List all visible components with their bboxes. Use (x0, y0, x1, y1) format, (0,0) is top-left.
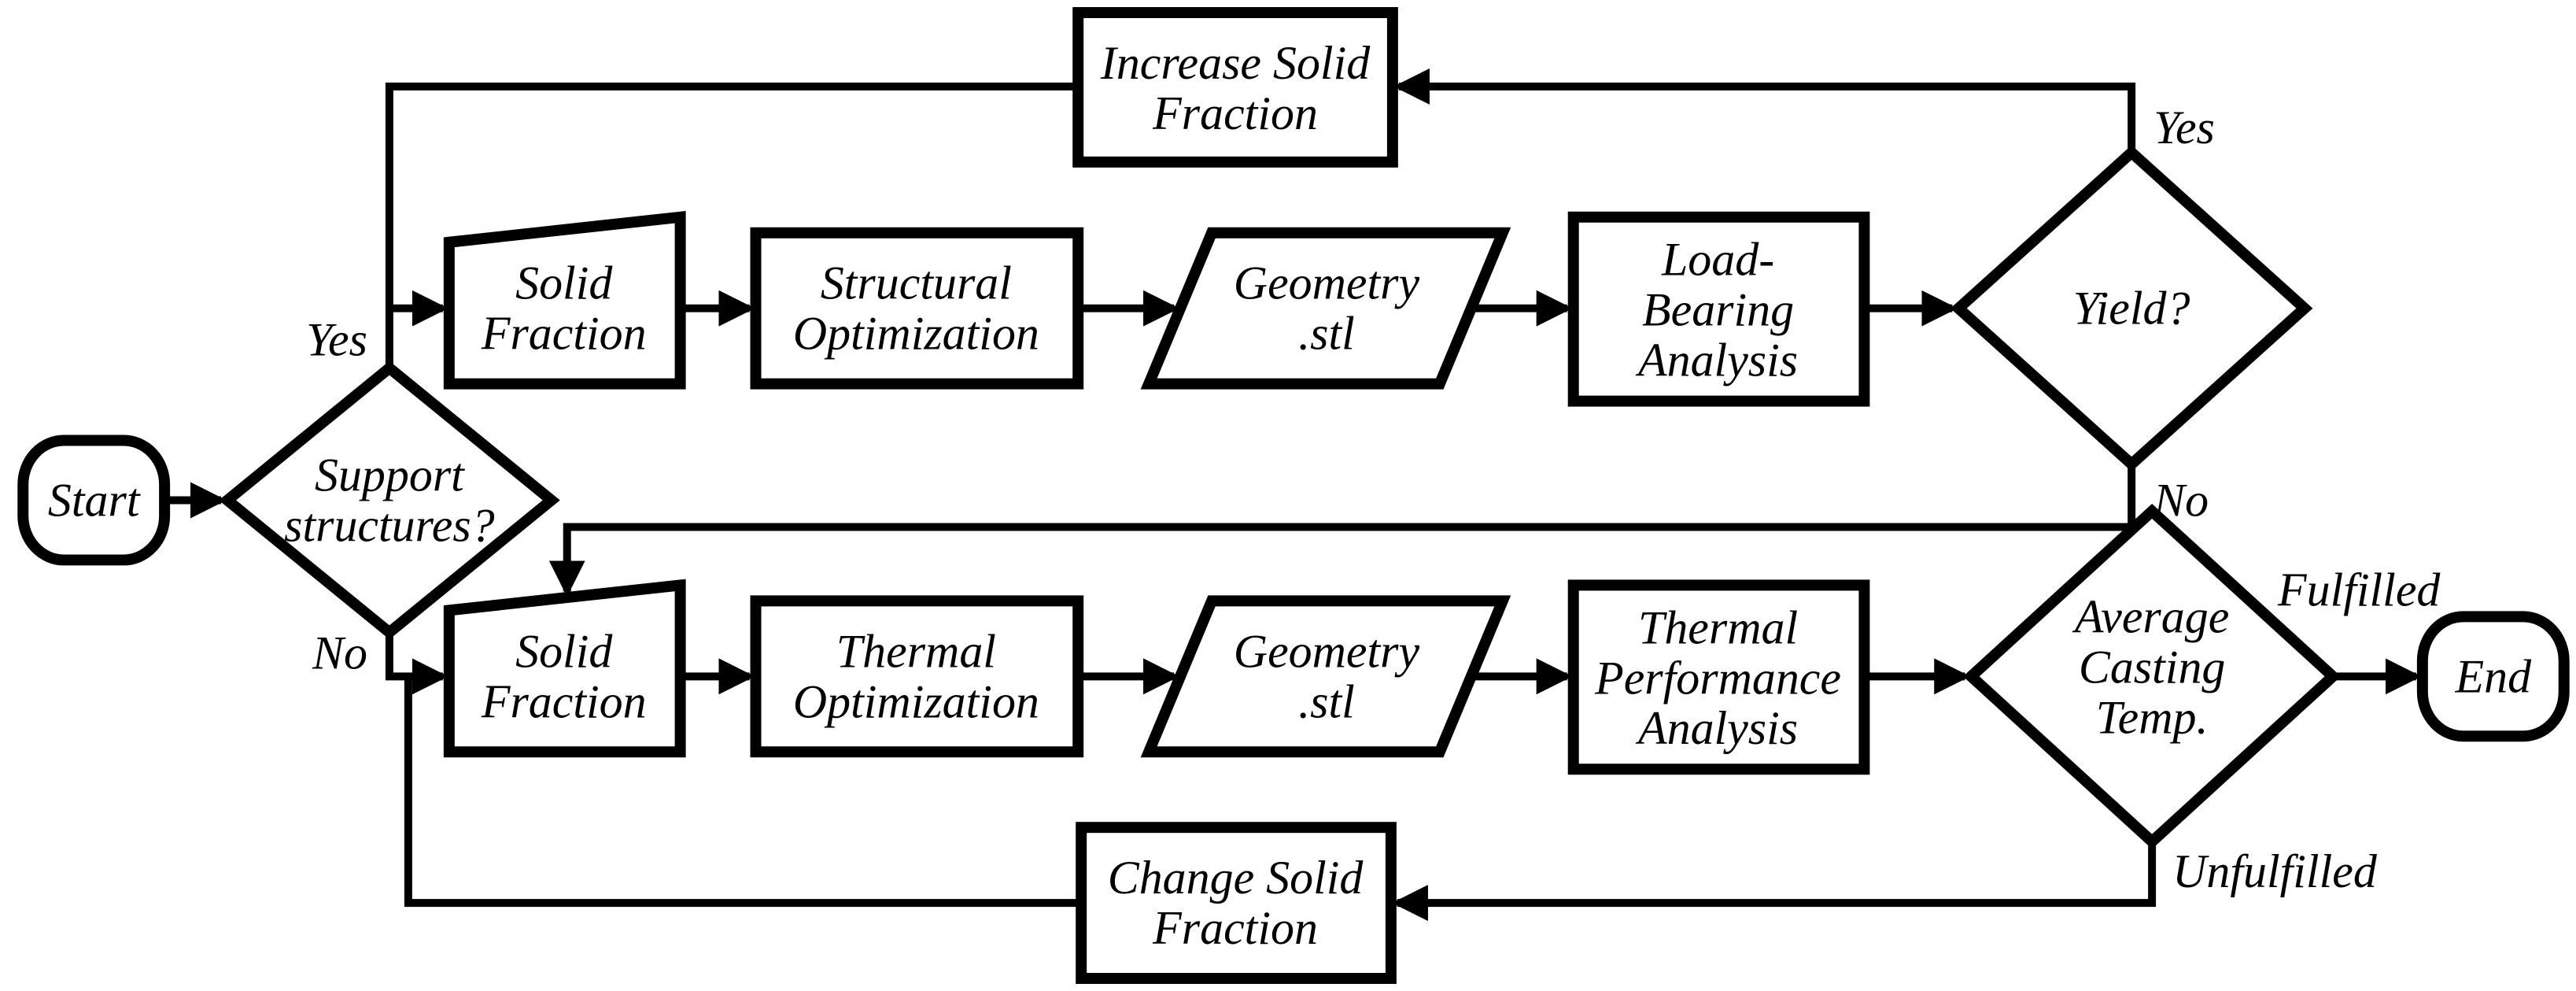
node-end: End (2416, 611, 2570, 742)
node-increase-solid-fraction-shape (1072, 6, 1398, 168)
node-thermal-optimization-shape (750, 595, 1084, 758)
node-average-casting-temp-label: Average (2072, 590, 2229, 642)
node-structural-optimization-label: Structural (821, 257, 1012, 309)
node-load-bearing-analysis: Load- Bearing Analysis (1567, 211, 1870, 407)
label-yield-yes: Yes (2153, 102, 2215, 153)
node-load-bearing-analysis-label: Analysis (1635, 335, 1798, 386)
node-geometry-stl-top-shape (1140, 227, 1511, 390)
edge-increase-return-line (385, 82, 1079, 368)
node-thermal-performance-analysis-shape (1567, 579, 1870, 775)
node-average-casting-temp-label: Temp. (2096, 691, 2209, 743)
node-increase-solid-fraction: Increase Solid Fraction (1072, 6, 1398, 168)
node-geometry-stl-bottom-shape (1140, 595, 1511, 758)
node-end-shape (2416, 611, 2570, 742)
node-support-structures-shape (219, 361, 560, 640)
node-yield-shape (1950, 145, 2313, 471)
node-thermal-performance-analysis-label: Thermal (1638, 601, 1798, 653)
edge-yield-yes-to-increase (1393, 68, 2136, 153)
node-change-solid-fraction-label: Change Solid (1108, 852, 1364, 904)
node-change-solid-fraction-shape (1076, 822, 1397, 985)
node-start: Start (17, 434, 171, 566)
node-structural-optimization-shape (750, 227, 1084, 390)
node-start-label: Start (48, 474, 141, 526)
label-support-no: No (312, 627, 367, 679)
node-thermal-performance-analysis-label: Performance (1594, 652, 1841, 704)
node-start-shape (17, 434, 171, 566)
node-solid-fraction-top-label: Solid (515, 257, 613, 309)
node-structural-optimization: Structural Optimization (750, 227, 1084, 390)
node-support-structures-label: structures? (284, 499, 495, 551)
node-thermal-optimization-label: Thermal (836, 625, 996, 677)
node-yield: Yield? (1950, 145, 2313, 471)
edge-change-return-line (404, 676, 1082, 908)
node-solid-fraction-top-label: Fraction (481, 308, 647, 360)
node-load-bearing-analysis-label: Load- (1661, 234, 1774, 286)
node-support-structures: Support structures? (219, 361, 560, 640)
node-yield-label: Yield? (2073, 283, 2190, 335)
node-geometry-stl-bottom-label: .stl (1298, 675, 1355, 727)
node-support-structures-label: Support (315, 449, 465, 501)
node-load-bearing-analysis-shape (1567, 211, 1870, 407)
node-load-bearing-analysis-label: Bearing (1642, 284, 1794, 336)
node-geometry-stl-top: Geometry .stl (1140, 227, 1511, 390)
node-solid-fraction-top-shape (443, 210, 686, 390)
node-thermal-performance-analysis: Thermal Performance Analysis (1567, 579, 1870, 775)
node-average-casting-temp-shape (1962, 504, 2342, 849)
edge-yield-no-transfer (548, 464, 2136, 597)
edge-unfulfilled-to-change (1391, 841, 2157, 922)
node-increase-solid-fraction-label: Increase Solid (1100, 37, 1371, 89)
label-support-yes: Yes (306, 314, 367, 366)
node-thermal-optimization: Thermal Optimization (750, 595, 1084, 758)
label-unfulfilled: Unfulfilled (2172, 845, 2378, 897)
label-fulfilled: Fulfilled (2277, 564, 2441, 616)
node-solid-fraction-bottom-shape (443, 579, 686, 758)
node-end-label: End (2455, 650, 2533, 702)
node-geometry-stl-top-label: .stl (1298, 308, 1355, 360)
node-increase-solid-fraction-label: Fraction (1152, 87, 1318, 139)
node-solid-fraction-bottom: Solid Fraction (443, 579, 686, 758)
node-solid-fraction-bottom-label: Solid (515, 625, 613, 677)
node-change-solid-fraction-label: Fraction (1152, 902, 1318, 954)
node-geometry-stl-top-label: Geometry (1234, 257, 1420, 309)
edge-support-no-to-solid-fraction (385, 632, 448, 695)
node-thermal-performance-analysis-label: Analysis (1635, 702, 1798, 754)
node-thermal-optimization-label: Optimization (793, 675, 1039, 727)
node-geometry-stl-bottom-label: Geometry (1234, 625, 1420, 677)
node-solid-fraction-top: Solid Fraction (443, 210, 686, 390)
node-solid-fraction-bottom-label: Fraction (481, 675, 647, 727)
node-average-casting-temp-label: Casting (2079, 641, 2226, 693)
node-geometry-stl-bottom: Geometry .stl (1140, 595, 1511, 758)
node-change-solid-fraction: Change Solid Fraction (1076, 822, 1397, 985)
node-average-casting-temp: Average Casting Temp. (1962, 504, 2342, 849)
node-structural-optimization-label: Optimization (793, 308, 1039, 360)
